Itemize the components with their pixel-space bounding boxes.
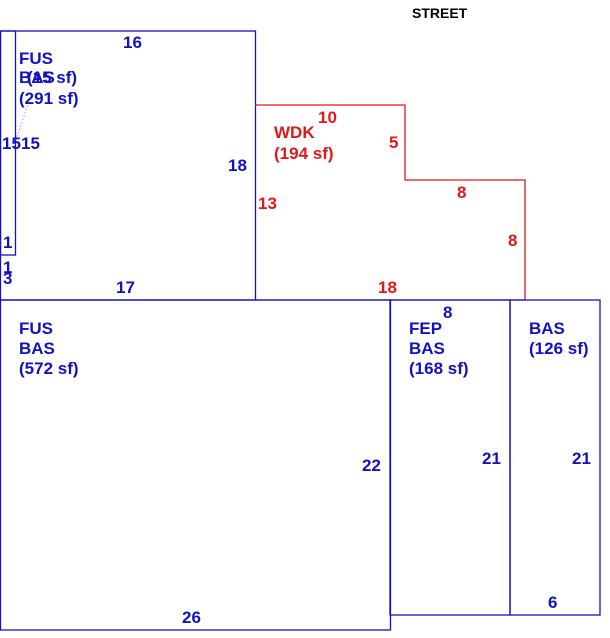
dim-upper-right: 18 <box>228 156 247 175</box>
lower-fus-bas: BAS <box>19 339 55 358</box>
dim-bas-bottom: 6 <box>548 593 557 612</box>
bas-east-outline <box>509 299 601 616</box>
bas-east-label: BAS (126 sf) <box>529 319 589 358</box>
bas-east-name: BAS <box>529 319 565 338</box>
street-label: STREET <box>412 5 468 21</box>
upper-fus-label: FUS BAS (15 sf) (291 sf) <box>19 49 79 108</box>
fep-area: (168 sf) <box>409 359 469 378</box>
dim-lower-right: 22 <box>362 456 381 475</box>
upper-fus-overlap-area: (15 sf) <box>27 68 77 87</box>
dim-lower-bottom: 26 <box>182 608 201 627</box>
dim-narrow-step-b: 3 <box>3 269 12 288</box>
dim-wdk-right: 8 <box>508 231 517 250</box>
dim-bas-right: 21 <box>572 449 591 468</box>
dim-fep-top: 8 <box>443 303 452 322</box>
lower-fus-area: (572 sf) <box>19 359 79 378</box>
dim-wdk-step-down: 5 <box>389 133 398 152</box>
dim-wdk-mid: 8 <box>457 183 466 202</box>
dim-narrow-inner: 15 <box>21 134 40 153</box>
lower-fus-outline <box>0 299 392 631</box>
dim-fep-right: 21 <box>482 449 501 468</box>
fep-name: FEP <box>409 319 442 338</box>
fep-bas: BAS <box>409 339 445 358</box>
upper-fus-name: FUS <box>19 49 53 68</box>
dim-upper-bottom: 17 <box>116 278 135 297</box>
dim-wdk-bottom: 18 <box>378 278 397 297</box>
dim-narrow-step-a: 1 <box>3 258 12 277</box>
overlap-leader-line <box>15 103 29 141</box>
dim-upper-top: 16 <box>123 33 142 52</box>
dim-wdk-top: 10 <box>318 108 337 127</box>
lower-fus-name: FUS <box>19 319 53 338</box>
wdk-name: WDK <box>274 123 315 142</box>
bas-east-area: (126 sf) <box>529 339 589 358</box>
dim-wdk-left: 13 <box>258 194 277 213</box>
wdk-label: WDK (194 sf) <box>274 123 334 163</box>
narrow-strip-outline <box>0 30 17 256</box>
dim-narrow-bottom: 1 <box>3 233 12 252</box>
lower-fus-label: FUS BAS (572 sf) <box>19 319 79 378</box>
upper-fus-bas: BAS <box>19 68 55 87</box>
fep-label: FEP BAS (168 sf) <box>409 319 469 378</box>
wdk-area: (194 sf) <box>274 144 334 163</box>
upper-fus-area: (291 sf) <box>19 89 79 108</box>
dim-narrow-left: 15 <box>2 134 21 153</box>
